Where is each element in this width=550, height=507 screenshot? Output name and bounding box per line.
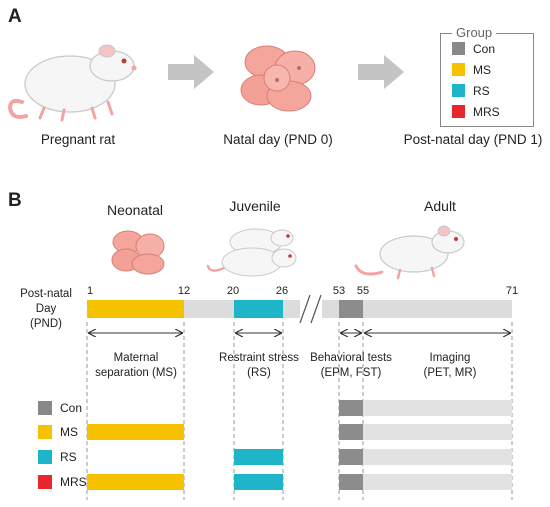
period-maternal-separation: Maternal separation (MS): [95, 352, 177, 379]
group-bars: [87, 400, 512, 490]
tick-label: 53: [332, 285, 346, 297]
legend-item-rs: RS: [452, 80, 528, 101]
adult-rat-illustration: [354, 225, 465, 280]
caption-post-natal-day: Post-natal day (PND 1): [403, 132, 543, 147]
ms-swatch: [38, 425, 52, 439]
panel-a-label: A: [8, 6, 22, 27]
caption-natal-day: Natal day (PND 0): [223, 132, 333, 147]
stage-adult: Adult: [424, 198, 456, 214]
juvenile-rats-illustration: [206, 228, 297, 277]
period-restraint-stress: Restraint stress (RS): [219, 352, 299, 379]
tick-label: 12: [177, 285, 191, 297]
group-label-con: Con: [38, 401, 82, 415]
rs-swatch: [38, 450, 52, 464]
period-imaging: Imaging (PET, MR): [423, 352, 477, 379]
newborn-pups-illustration: [240, 45, 316, 112]
tick-label: 26: [275, 285, 289, 297]
arrow-icon: [358, 55, 404, 89]
caption-pregnant-rat: Pregnant rat: [40, 132, 116, 147]
dashed-guides: [86, 322, 513, 500]
legend-items: Con MS RS MRS: [452, 38, 528, 122]
mrs-swatch: [38, 475, 52, 489]
stage-neonatal: Neonatal: [106, 202, 164, 218]
timeline-bar: [87, 294, 512, 324]
period-behavioral-tests: Behavioral tests (EPM, FST): [310, 352, 392, 379]
pregnant-rat-illustration: [8, 44, 137, 122]
mrs-swatch: [452, 105, 465, 118]
arrow-icon: [168, 55, 214, 89]
tick-label: 1: [86, 285, 94, 297]
con-swatch: [452, 42, 465, 55]
legend-item-ms: MS: [452, 59, 528, 80]
tick-label: 71: [505, 285, 519, 297]
axis-label: Post-natal Day (PND): [20, 288, 72, 330]
legend-item-mrs: MRS: [452, 101, 528, 122]
neonatal-pups-illustration: [111, 230, 165, 275]
panel-b-label: B: [8, 190, 22, 211]
ms-swatch: [452, 63, 465, 76]
legend-item-con: Con: [452, 38, 528, 59]
rs-swatch: [452, 84, 465, 97]
group-label-mrs: MRS: [38, 475, 87, 489]
tick-label: 55: [356, 285, 370, 297]
stage-juvenile: Juvenile: [229, 198, 281, 214]
tick-label: 20: [226, 285, 240, 297]
legend-title: Group: [452, 25, 497, 40]
con-swatch: [38, 401, 52, 415]
group-label-rs: RS: [38, 450, 77, 464]
group-label-ms: MS: [38, 425, 78, 439]
